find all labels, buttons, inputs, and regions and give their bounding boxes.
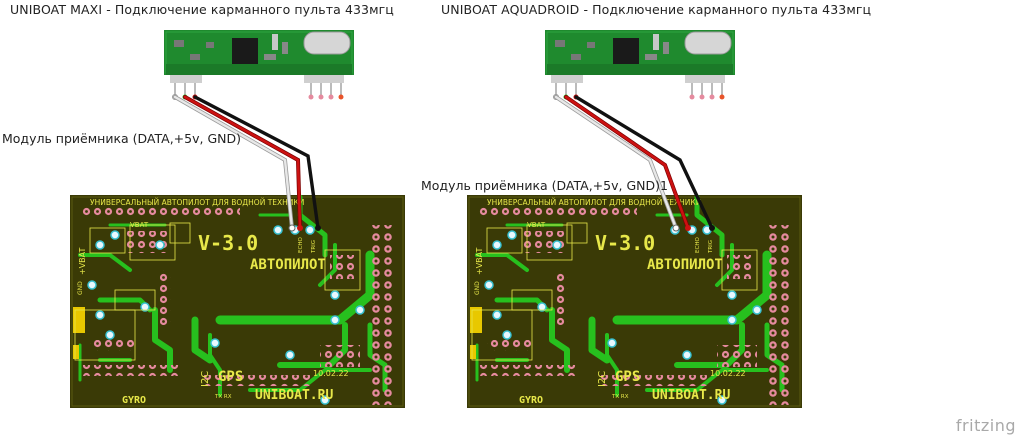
board-vbat-left: VBAT bbox=[130, 221, 149, 229]
board-version-left: V-3.0 bbox=[198, 231, 258, 255]
board-header-left: УНИВЕРСАЛЬНЫЙ АВТОПИЛОТ ДЛЯ ВОДНОЙ ТЕХНИ… bbox=[90, 198, 304, 207]
pcb-board-left: УНИВЕРСАЛЬНЫЙ АВТОПИЛОТ ДЛЯ ВОДНОЙ ТЕХНИ… bbox=[70, 195, 405, 408]
title-left: UNIBOAT MAXI - Подключение карманного пу… bbox=[10, 2, 394, 17]
board-trig-right: TRIG bbox=[708, 240, 714, 254]
receiver-module-right bbox=[544, 29, 736, 100]
board-echo-right: ECHO bbox=[695, 237, 701, 253]
board-gps-right: GPS bbox=[615, 369, 640, 385]
pcb-board-right: УНИВЕРСАЛЬНЫЙ АВТОПИЛОТ ДЛЯ ВОДНОЙ ТЕХНИ… bbox=[467, 195, 802, 408]
caption-left: Модуль приёмника (DATA,+5v, GND) bbox=[2, 131, 241, 146]
board-plusvbat-right: +VBAT bbox=[475, 247, 484, 275]
board-txrx-left: TX RX bbox=[214, 394, 232, 400]
board-plusvbat-left: +VBAT bbox=[78, 247, 87, 275]
board-autopilot-right: АВТОПИЛОТ bbox=[647, 257, 723, 273]
board-trig-left: TRIG bbox=[311, 240, 317, 254]
board-gyro-left: GYRO bbox=[122, 395, 146, 406]
title-right: UNIBOAT AQUADROID - Подключение карманно… bbox=[441, 2, 872, 17]
board-date-right: 10.02.22 bbox=[710, 369, 746, 378]
wires-right bbox=[554, 95, 714, 230]
board-version-right: V-3.0 bbox=[595, 231, 655, 255]
board-i2c-left: I2C bbox=[200, 371, 211, 387]
caption-right: Модуль приёмника (DATA,+5v, GND)1 bbox=[421, 178, 668, 193]
board-site-left: UNIBOAT.RU bbox=[255, 388, 333, 403]
board-gps-left: GPS bbox=[218, 369, 243, 385]
board-echo-left: ECHO bbox=[298, 237, 304, 253]
board-vbat-right: VBAT bbox=[527, 221, 546, 229]
board-autopilot-left: АВТОПИЛОТ bbox=[250, 257, 326, 273]
board-header-right: УНИВЕРСАЛЬНЫЙ АВТОПИЛОТ ДЛЯ ВОДНОЙ ТЕХНИ… bbox=[487, 198, 701, 207]
wires-left bbox=[173, 95, 320, 230]
board-date-left: 10.02.22 bbox=[313, 369, 349, 378]
fritzing-watermark: fritzing bbox=[955, 416, 1016, 435]
board-i2c-right: I2C bbox=[597, 371, 608, 387]
board-gnd-left: GND bbox=[77, 281, 84, 295]
board-gyro-right: GYRO bbox=[519, 395, 543, 406]
board-txrx-right: TX RX bbox=[611, 394, 629, 400]
receiver-module-left bbox=[163, 29, 355, 100]
board-gnd-right: GND bbox=[474, 281, 481, 295]
board-site-right: UNIBOAT.RU bbox=[652, 388, 730, 403]
